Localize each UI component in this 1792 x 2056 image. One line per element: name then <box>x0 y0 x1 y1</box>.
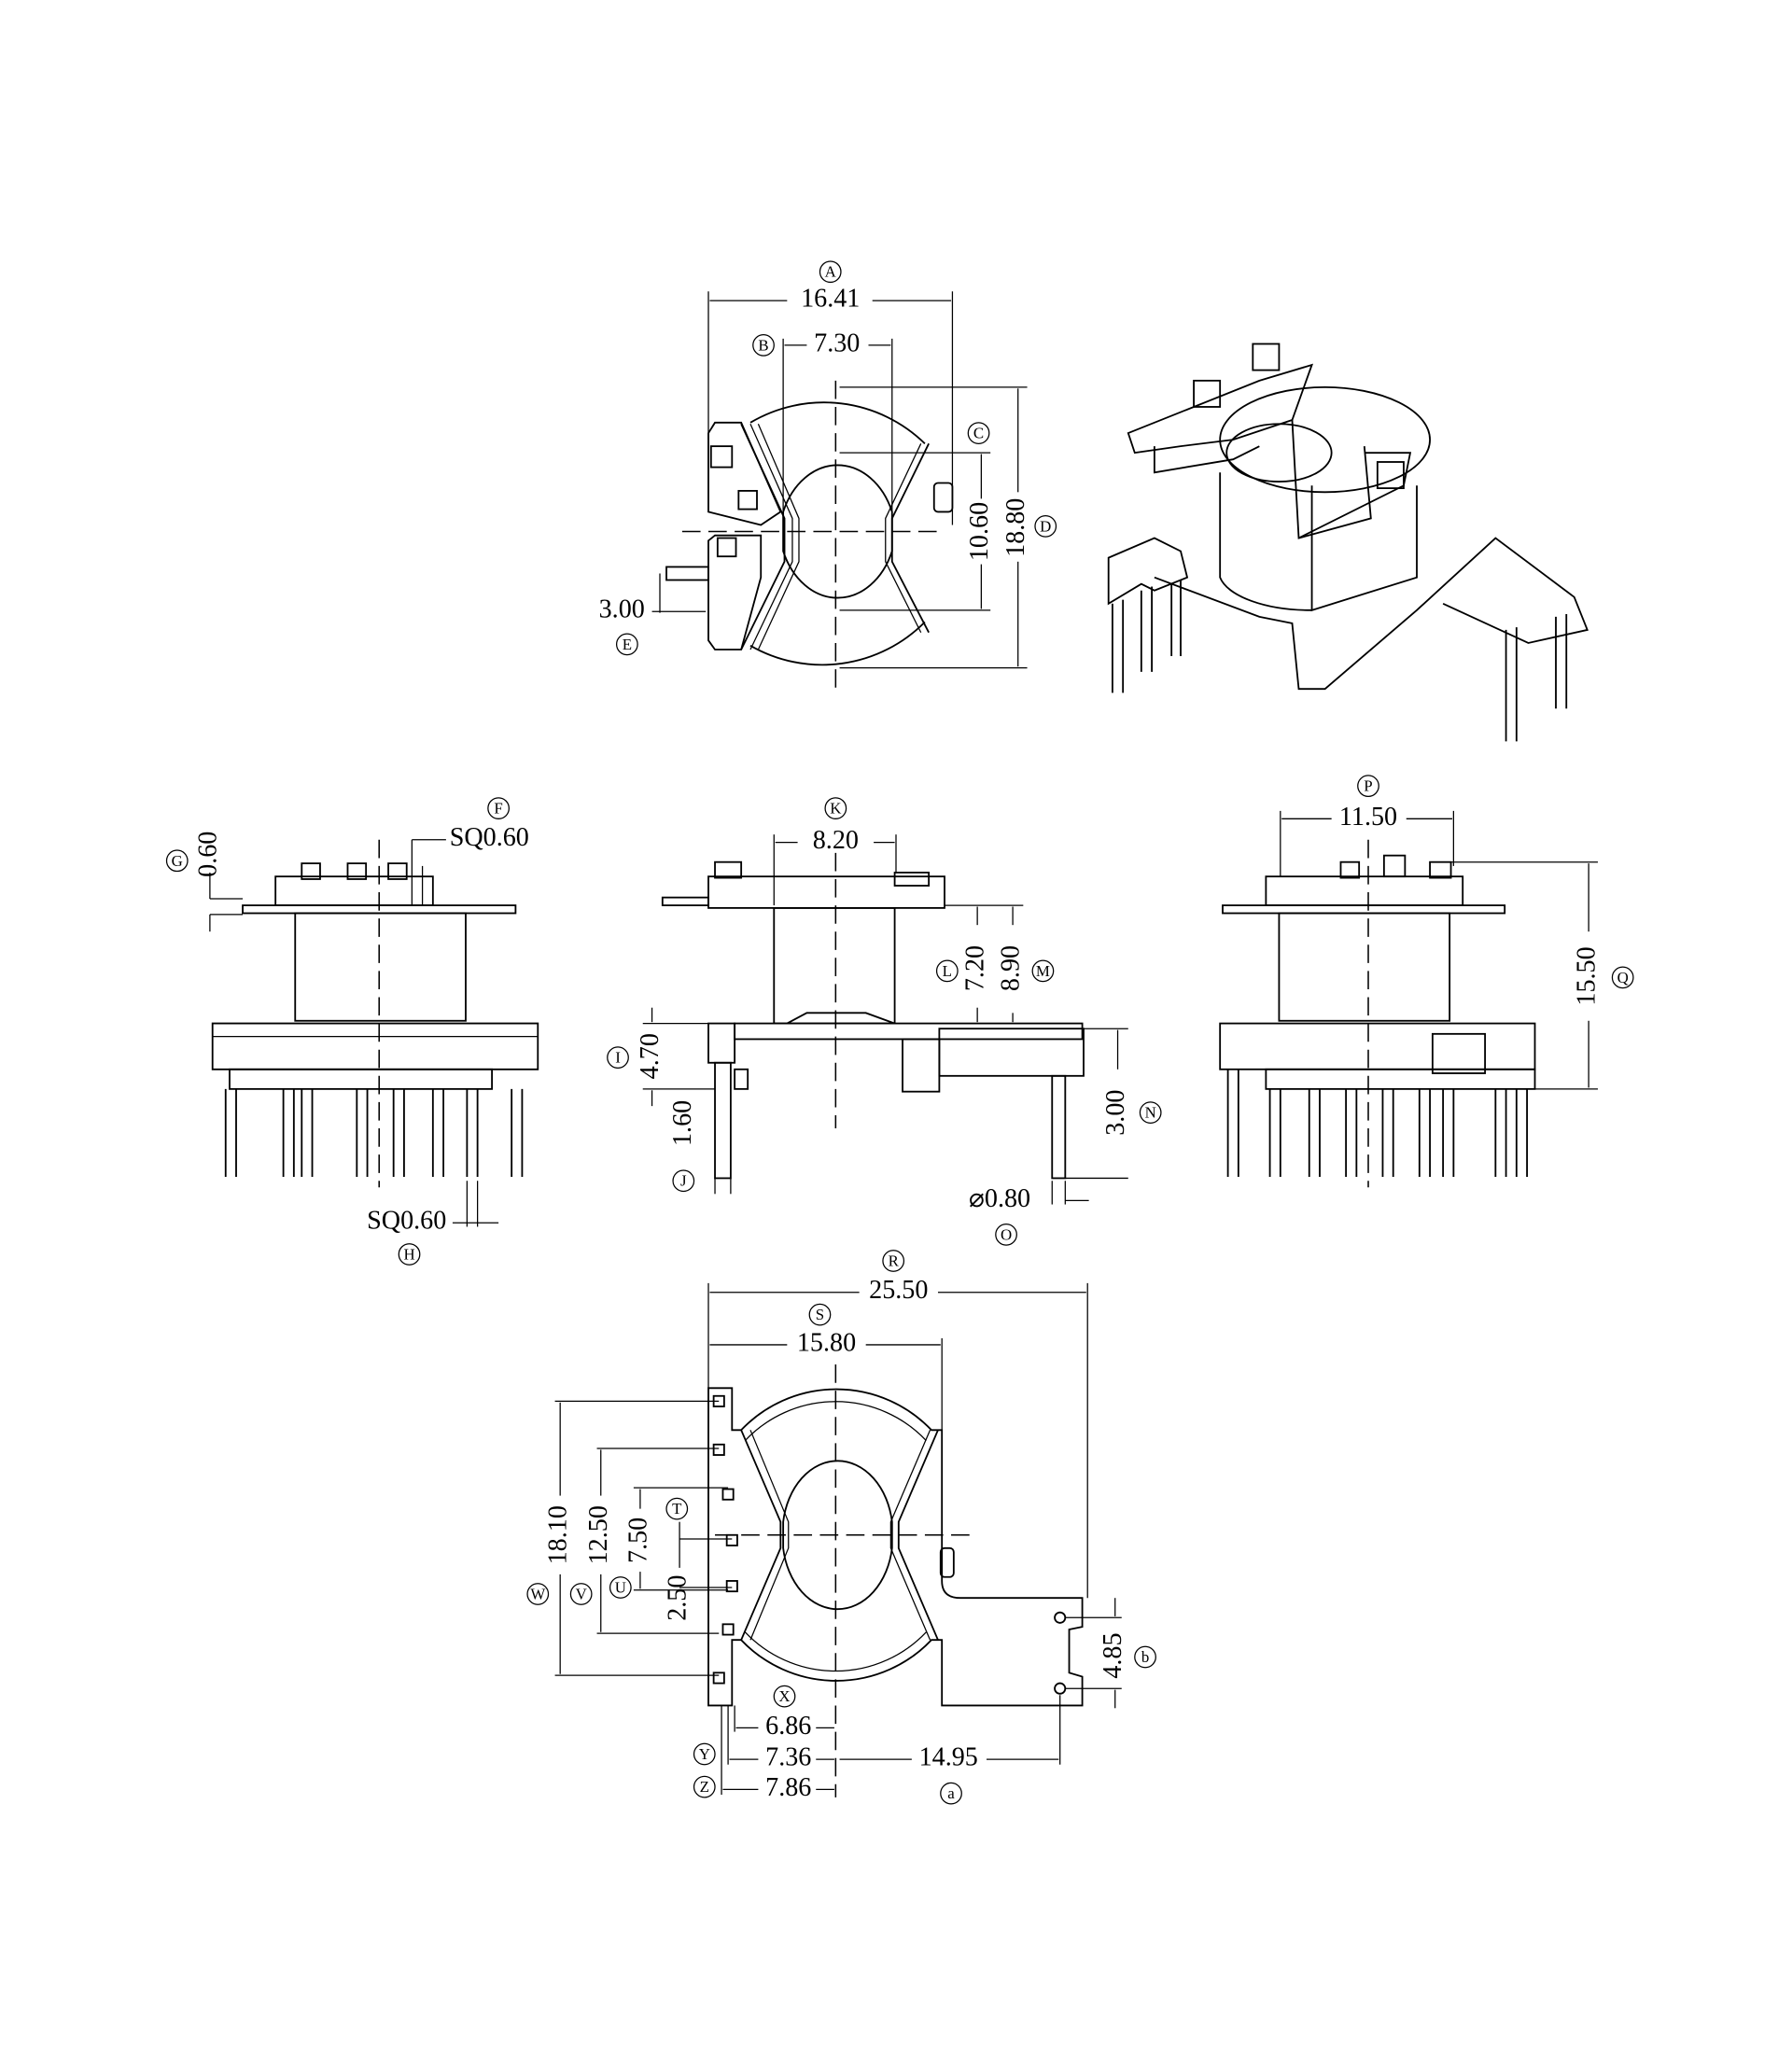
dim-A-value: 16.41 <box>801 285 860 314</box>
dim-S-value: 15.80 <box>797 1328 856 1357</box>
svg-text:U: U <box>615 1578 626 1596</box>
right-side-view: 11.50 15.50 P Q <box>1219 775 1634 1188</box>
label-W: W <box>526 1583 550 1605</box>
label-X: X <box>773 1685 796 1708</box>
dim-O-value: ⌀0.80 <box>969 1184 1030 1213</box>
label-K: K <box>824 797 847 819</box>
svg-text:E: E <box>623 636 632 653</box>
dim-X-value: 6.86 <box>765 1712 811 1741</box>
svg-text:D: D <box>1040 517 1051 535</box>
svg-text:T: T <box>672 1500 682 1518</box>
label-Y: Y <box>693 1742 716 1766</box>
dim-V-value: 12.50 <box>584 1505 613 1564</box>
label-G: G <box>165 849 189 873</box>
front-view: 8.20 7.20 8.90 4.70 1.60 3.00 ⌀0.80 K L … <box>607 797 1162 1246</box>
dim-b-value: 4.85 <box>1099 1632 1127 1678</box>
dim-J-value: 1.60 <box>668 1100 697 1146</box>
svg-text:K: K <box>830 800 841 818</box>
dim-H-value: SQ0.60 <box>367 1207 446 1236</box>
label-T: T <box>665 1497 689 1520</box>
top-view-dimensions: 16.41 7.30 10.60 18.80 3.00 A B C D E <box>599 260 1057 669</box>
svg-text:C: C <box>973 425 984 442</box>
dim-F-value: SQ0.60 <box>450 823 529 852</box>
label-a: a <box>940 1782 962 1805</box>
svg-text:Y: Y <box>699 1745 710 1763</box>
svg-text:P: P <box>1364 777 1372 795</box>
left-view-pins <box>224 1088 524 1178</box>
dim-T-value: 2.50 <box>664 1575 693 1621</box>
svg-text:R: R <box>889 1252 900 1269</box>
dim-K-value: 8.20 <box>813 826 859 855</box>
label-I: I <box>607 1046 629 1070</box>
label-L: L <box>935 959 959 983</box>
label-V: V <box>569 1583 593 1605</box>
svg-text:N: N <box>1145 1104 1156 1122</box>
dim-M-value: 8.90 <box>997 945 1026 991</box>
svg-text:a: a <box>947 1784 955 1802</box>
label-M: M <box>1031 959 1055 983</box>
dim-R-value: 25.50 <box>869 1276 928 1305</box>
bottom-view-pin-squares <box>712 1394 738 1685</box>
svg-text:B: B <box>758 336 768 354</box>
dim-E-value: 3.00 <box>599 595 645 624</box>
svg-text:A: A <box>825 263 837 281</box>
dim-B-value: 7.30 <box>814 329 860 357</box>
svg-text:M: M <box>1036 962 1050 980</box>
dim-W-value: 18.10 <box>544 1505 573 1564</box>
label-N: N <box>1139 1101 1162 1125</box>
dim-Z-value: 7.86 <box>765 1773 811 1802</box>
dim-P-value: 11.50 <box>1339 803 1397 832</box>
bottom-view: 25.50 15.80 18.10 12.50 7.50 2.50 4.85 6… <box>526 1250 1156 1805</box>
label-b: b <box>1134 1645 1156 1669</box>
top-view <box>665 380 954 690</box>
dim-I-value: 4.70 <box>636 1033 665 1079</box>
dim-U-value: 7.50 <box>623 1518 652 1563</box>
label-C: C <box>967 422 990 444</box>
label-Q: Q <box>1611 966 1634 989</box>
svg-text:L: L <box>943 962 952 980</box>
dim-N-value: 3.00 <box>1101 1090 1130 1136</box>
dim-G-value: 0.60 <box>193 832 222 877</box>
dim-L-value: 7.20 <box>961 945 990 991</box>
svg-text:S: S <box>816 1306 824 1323</box>
label-J: J <box>672 1169 695 1193</box>
label-F: F <box>487 797 510 819</box>
dim-Q-value: 15.50 <box>1573 946 1602 1005</box>
svg-text:W: W <box>530 1586 545 1603</box>
svg-text:O: O <box>1001 1225 1012 1243</box>
svg-text:G: G <box>172 852 183 870</box>
label-S: S <box>808 1303 832 1326</box>
label-O: O <box>995 1223 1017 1246</box>
svg-text:Q: Q <box>1617 969 1629 986</box>
dim-D-value: 18.80 <box>1001 498 1030 557</box>
svg-text:Z: Z <box>700 1778 709 1796</box>
svg-text:J: J <box>680 1172 687 1190</box>
svg-text:V: V <box>576 1586 587 1603</box>
label-E: E <box>615 633 638 656</box>
label-R: R <box>882 1250 905 1272</box>
isometric-view <box>1107 343 1589 742</box>
label-Z: Z <box>693 1775 716 1798</box>
label-A: A <box>819 260 842 284</box>
right-view-pins <box>1226 1069 1528 1178</box>
svg-text:F: F <box>494 800 502 818</box>
svg-text:I: I <box>615 1049 621 1067</box>
label-H: H <box>398 1243 421 1266</box>
left-side-view: SQ0.60 0.60 SQ0.60 F G H <box>165 797 539 1266</box>
label-B: B <box>752 334 775 357</box>
label-D: D <box>1034 514 1057 538</box>
dim-Y-value: 7.36 <box>765 1743 811 1772</box>
svg-text:X: X <box>778 1687 790 1705</box>
svg-text:b: b <box>1141 1648 1149 1666</box>
dim-a-value: 14.95 <box>919 1743 978 1772</box>
label-P: P <box>1357 775 1379 798</box>
label-U: U <box>609 1576 632 1599</box>
svg-text:H: H <box>403 1245 414 1263</box>
dim-C-value: 10.60 <box>965 502 994 561</box>
